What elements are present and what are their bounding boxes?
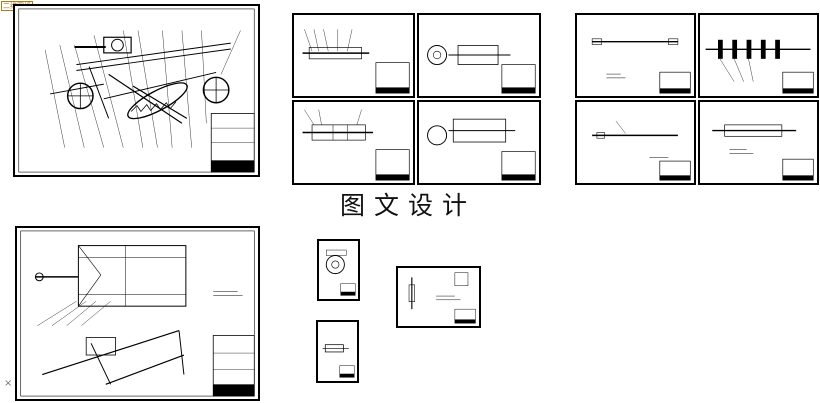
rotor-part-drawing-2: [705, 39, 814, 94]
gear-part-drawing: [325, 249, 356, 296]
shaft-part-drawing-4: [427, 118, 536, 181]
cursor-cross-icon: ×: [4, 378, 13, 389]
main-assembly-sheet[interactable]: [13, 4, 260, 177]
rotor-part-drawing-3: [592, 120, 691, 181]
shaft-part-drawing-3: [302, 109, 410, 181]
main-assembly-drawing: [18, 8, 255, 173]
small-part-drawing: [322, 344, 355, 378]
shaft-sheet-3[interactable]: [292, 100, 415, 185]
watermark-text: 图文设计: [340, 191, 477, 220]
rotor-sheet-3[interactable]: [575, 100, 696, 185]
shaft-sheet-4[interactable]: [417, 100, 541, 185]
shaft-sheet-2[interactable]: [417, 13, 541, 98]
shaft-part-drawing-1: [302, 29, 410, 94]
small-part-sheet[interactable]: [316, 320, 359, 383]
rotor-part-drawing-4: [712, 124, 814, 181]
gear-sheet[interactable]: [317, 239, 360, 301]
rotor-sheet-2[interactable]: [698, 13, 819, 98]
bracket-sheet[interactable]: [396, 266, 481, 328]
bracket-part-drawing: [408, 272, 476, 324]
shaft-part-drawing-2: [427, 45, 536, 94]
frame-assembly-sheet[interactable]: [15, 226, 260, 401]
frame-assembly-drawing: [20, 230, 255, 397]
rotor-sheet-4[interactable]: [698, 100, 819, 185]
rotor-part-drawing-1: [591, 38, 691, 94]
rotor-sheet-1[interactable]: [575, 13, 696, 98]
shaft-sheet-1[interactable]: [292, 13, 415, 98]
